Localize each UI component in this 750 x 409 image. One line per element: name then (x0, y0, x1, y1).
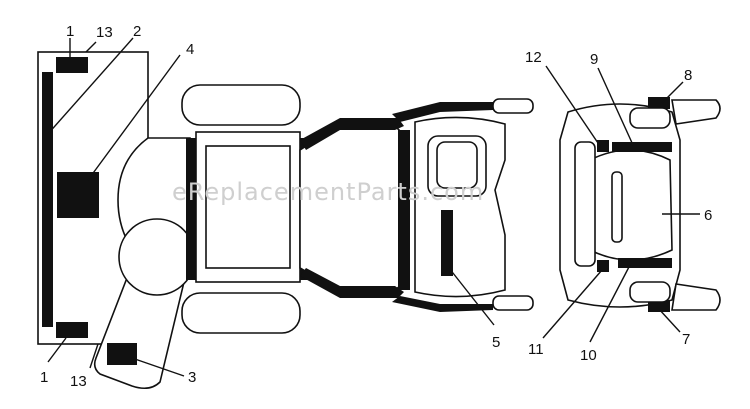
engine-housing (392, 98, 534, 312)
callout-5: 5 (492, 334, 500, 351)
decal-12 (597, 140, 609, 152)
handle-bottom (671, 283, 721, 311)
main-frame (186, 118, 410, 298)
callout-3: 3 (188, 369, 196, 386)
wheel-bottom-front (181, 292, 301, 334)
callout-13-bottom: 13 (70, 373, 87, 390)
decal-3 (107, 343, 137, 365)
callout-11: 11 (528, 341, 544, 358)
callout-2: 2 (133, 23, 141, 40)
callout-13-top: 13 (96, 24, 113, 41)
decal-2 (42, 72, 53, 327)
decal-9 (612, 142, 672, 152)
hood (589, 149, 673, 261)
callout-10: 10 (580, 347, 597, 364)
callout-8: 8 (684, 67, 692, 84)
decal-11 (597, 260, 609, 272)
callout-labels: 1 13 2 4 1 13 3 5 12 9 8 6 11 10 7 (40, 23, 712, 390)
callout-1-bottom: 1 (40, 369, 48, 386)
callout-4: 4 (186, 41, 194, 58)
callout-6: 6 (704, 207, 712, 224)
chute (93, 218, 196, 390)
decal-5 (441, 210, 453, 276)
callout-1-top: 1 (66, 23, 74, 40)
decal-7 (648, 300, 670, 312)
decal-1-top (56, 57, 88, 73)
callout-12: 12 (525, 49, 542, 66)
watermark: eReplacementParts.com (172, 178, 484, 206)
callout-9: 9 (590, 51, 598, 68)
handle-top (671, 99, 721, 125)
decal-4 (57, 172, 99, 218)
leader-lines (46, 37, 700, 377)
wheel-top-front (181, 84, 301, 126)
callout-7: 7 (682, 331, 690, 348)
decal-10 (618, 258, 672, 268)
decal-1-bottom (56, 322, 88, 338)
tractor-front (559, 97, 721, 312)
